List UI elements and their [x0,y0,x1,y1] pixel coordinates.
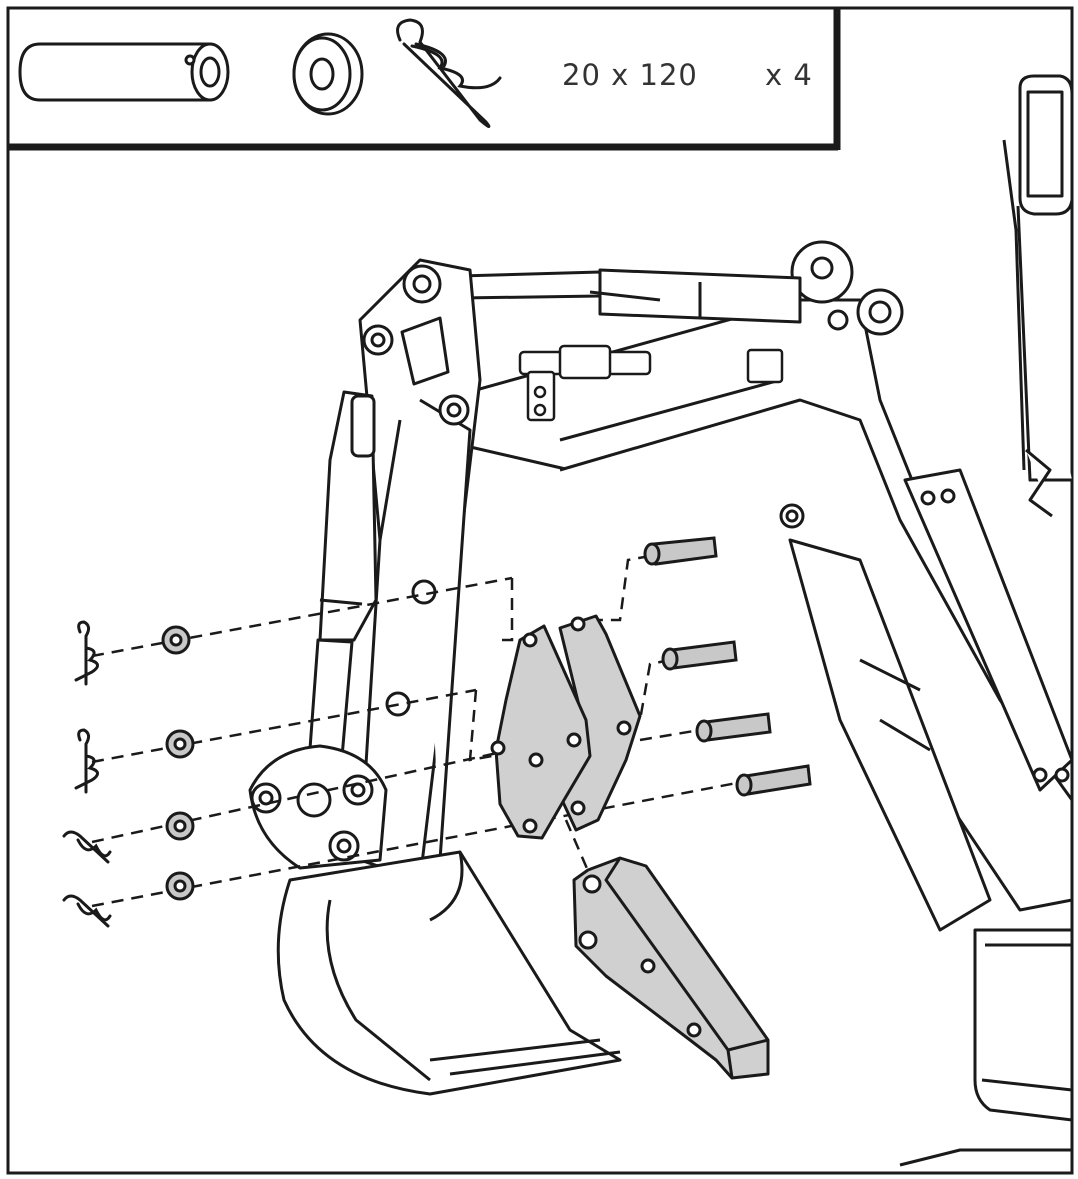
parts-box [6,6,841,151]
excavator-cabin-edge [899,74,1074,1167]
valve-block [518,344,784,422]
washer-icon [292,32,364,116]
arm-cylinder [458,268,904,336]
quantity-label: x 4 [765,58,813,92]
bucket-linkage [248,744,388,870]
bracket-plate [490,614,642,840]
washer [161,625,195,901]
r-clip-icon [396,18,502,128]
pin-icon [18,42,230,102]
bucket-lug [572,856,770,1080]
boom-cylinder [788,538,992,932]
r-clip [62,620,112,928]
pin-size-label: 20 x 120 [562,58,698,92]
dipper-arm [358,258,482,882]
bucket [276,850,622,1096]
pin [643,536,812,797]
